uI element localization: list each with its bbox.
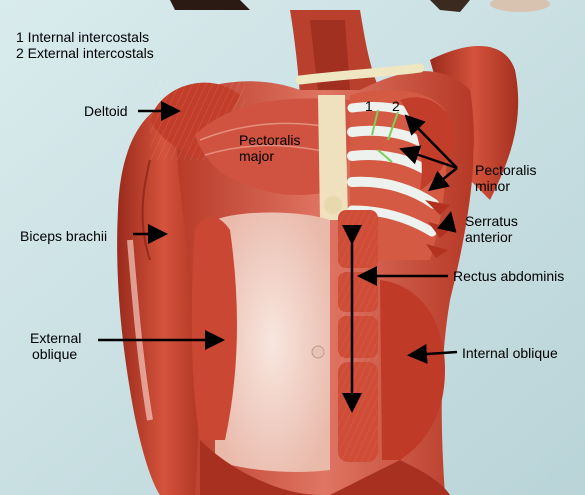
label-pectoralis-major-line1: Pectoralis	[239, 132, 300, 148]
label-serratus-anterior-line1: Serratus	[465, 213, 518, 229]
top-shadow	[170, 0, 250, 10]
label-pectoralis-major-line2: major	[239, 148, 274, 164]
label-serratus-anterior-line2: anterior	[465, 229, 512, 245]
label-deltoid: Deltoid	[84, 103, 128, 119]
label-external-oblique-line2: oblique	[32, 346, 77, 362]
label-pectoralis-minor-line2: minor	[475, 178, 510, 194]
label-internal-oblique: Internal oblique	[462, 345, 558, 361]
marker-1: 1	[365, 99, 373, 113]
umbilicus	[312, 346, 324, 358]
label-rectus-abdominis: Rectus abdominis	[453, 268, 564, 284]
rectus-abdominis-muscle	[338, 210, 378, 462]
intercostals-legend: 1 Internal intercostals 2 External inter…	[16, 29, 154, 61]
label-external-oblique-line1: External	[30, 330, 81, 346]
label-pectoralis-minor-line1: Pectoralis	[475, 162, 536, 178]
legend-item: 2 External intercostals	[16, 45, 154, 61]
marker-2: 2	[392, 99, 400, 113]
legend-item: 1 Internal intercostals	[16, 29, 154, 45]
label-biceps-brachii: Biceps brachii	[20, 228, 107, 244]
external-oblique-muscle	[192, 217, 237, 440]
